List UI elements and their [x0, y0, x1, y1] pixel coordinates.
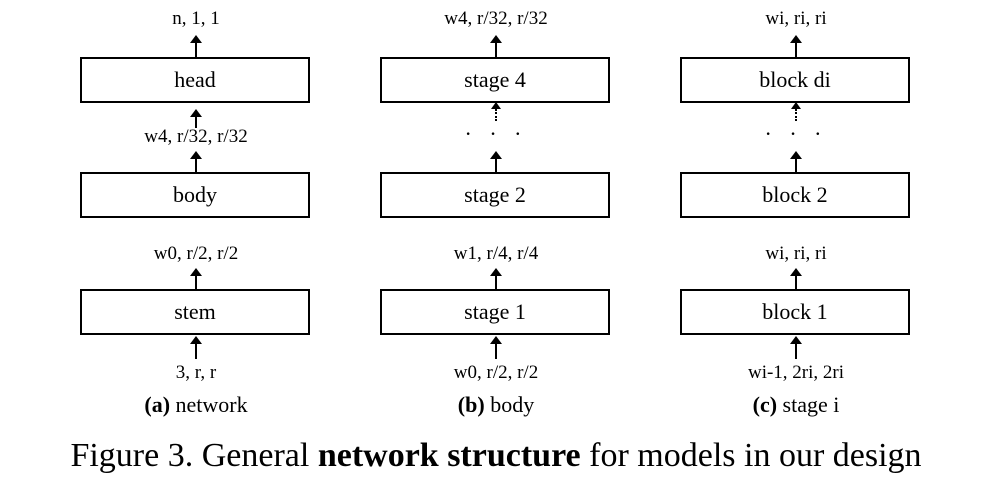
arrow-up-icon [190, 268, 202, 289]
stage-4-box: stage 4 [380, 57, 610, 103]
body-output-label: w4, r/32, r/32 [144, 126, 248, 147]
figure-caption-bold: network structure [317, 437, 581, 474]
input-label: 3, r, r [175, 362, 217, 383]
ellipsis: · · · [464, 121, 528, 146]
subcaption-stage: (c) stage i [676, 392, 916, 418]
subcaption-network: (a) network [76, 392, 316, 418]
subcaption-label: (b) [457, 392, 485, 417]
subcaption-text: body [484, 392, 535, 417]
column-stage: wi, ri, ri block di · · · block 2 wi, ri… [676, 0, 916, 420]
figure-caption-suffix: for models in our design [580, 437, 922, 474]
arrow-up-icon [790, 336, 802, 359]
arrow-up-icon [490, 268, 502, 289]
subcaption-label: (a) [144, 392, 171, 417]
output-label: n, 1, 1 [172, 8, 220, 29]
body-box: body [80, 172, 310, 218]
subcaption-body: (b) body [376, 392, 616, 418]
block-di-box: block di [680, 57, 910, 103]
block-1-output-label: wi, ri, ri [765, 243, 827, 264]
stem-output-label: w0, r/2, r/2 [153, 243, 239, 264]
arrow-up-icon [790, 35, 802, 57]
column-network: n, 1, 1 head w4, r/32, r/32 body w0, r/2… [76, 0, 316, 420]
arrow-up-icon [490, 35, 502, 57]
output-label: w4, r/32, r/32 [444, 8, 548, 29]
arrow-up-icon [190, 35, 202, 57]
arrow-up-icon [490, 336, 502, 359]
stage-2-box: stage 2 [380, 172, 610, 218]
subcaption-text: stage i [777, 392, 840, 417]
input-label: w0, r/2, r/2 [453, 362, 539, 383]
block-1-box: block 1 [680, 289, 910, 335]
input-label: wi-1, 2ri, 2ri [747, 362, 845, 383]
ellipsis: · · · [764, 121, 828, 146]
arrow-up-icon [790, 268, 802, 289]
stage-1-box: stage 1 [380, 289, 610, 335]
subcaption-label: (c) [752, 392, 778, 417]
dotted-arrow-icon [791, 102, 801, 121]
dotted-arrow-icon [491, 102, 501, 121]
block-2-box: block 2 [680, 172, 910, 218]
arrow-up-icon [190, 336, 202, 359]
arrow-up-icon [790, 151, 802, 172]
figure-caption: Figure 3. General network structure for … [0, 437, 992, 475]
arrow-up-icon [490, 151, 502, 172]
arrow-up-icon [190, 109, 202, 128]
head-box: head [80, 57, 310, 103]
figure-caption-prefix: Figure 3. General [70, 437, 318, 474]
stage-1-output-label: w1, r/4, r/4 [453, 243, 539, 264]
output-label: wi, ri, ri [765, 8, 827, 29]
subcaption-text: network [170, 392, 248, 417]
stem-box: stem [80, 289, 310, 335]
column-body: w4, r/32, r/32 stage 4 · · · stage 2 w1,… [376, 0, 616, 420]
arrow-up-icon [190, 151, 202, 172]
